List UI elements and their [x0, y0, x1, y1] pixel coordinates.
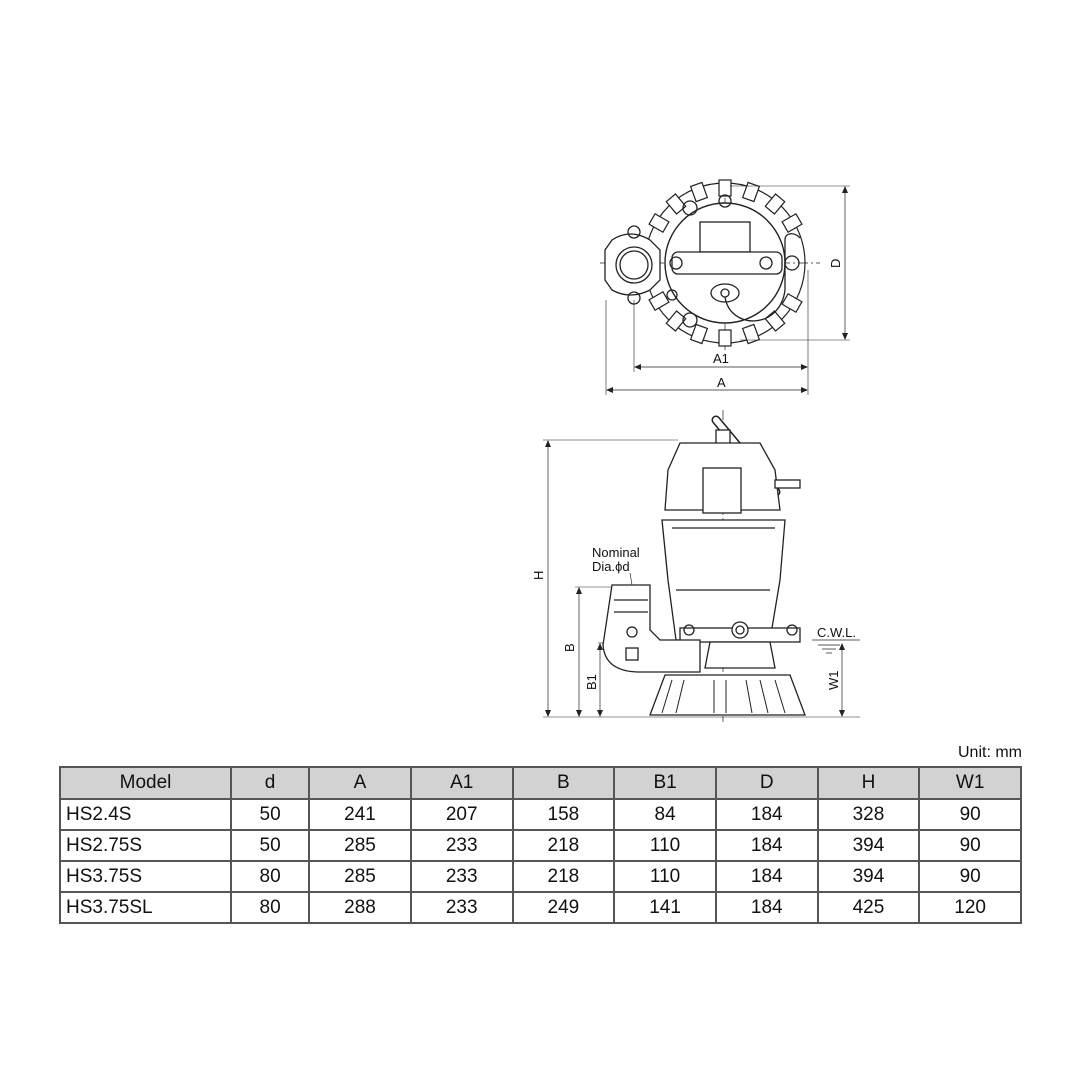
header-b: B	[511, 766, 616, 800]
cell: 394	[816, 829, 921, 862]
dim-label-h: H	[531, 571, 546, 580]
dimension-table: Model d A A1 B B1 D H W1 HS2.4S 50 241 2…	[59, 766, 1022, 924]
dim-label-d: D	[828, 259, 843, 268]
cell: 233	[409, 860, 514, 893]
cwl-label: C.W.L.	[817, 625, 856, 640]
cell: 50	[229, 829, 311, 862]
dim-label-b1: B1	[584, 674, 599, 690]
cell: 218	[511, 829, 616, 862]
cell: 90	[918, 798, 1022, 831]
cell: 288	[308, 891, 412, 924]
cell: 110	[613, 860, 717, 893]
unit-label: Unit: mm	[958, 744, 1022, 761]
table-row: HS3.75SL 80 288 233 249 141 184 425 120	[59, 891, 1022, 924]
cell: 80	[229, 891, 311, 924]
cell: 184	[714, 860, 819, 893]
cell: 425	[816, 891, 921, 924]
cell: 285	[308, 860, 412, 893]
table-row: HS3.75S 80 285 233 218 110 184 394 90	[59, 860, 1022, 893]
pump-dimension-drawing: A1 A D	[531, 179, 860, 722]
cell: 184	[714, 891, 819, 924]
cell-model: HS2.75S	[59, 829, 232, 862]
header-a: A	[308, 766, 412, 800]
table-header-row: Model d A A1 B B1 D H W1	[59, 766, 1022, 800]
header-d: d	[229, 766, 311, 800]
pump-top-view	[600, 179, 850, 395]
cell-model: HS3.75SL	[59, 891, 232, 924]
cell: 184	[714, 798, 819, 831]
dim-label-a1: A1	[713, 351, 729, 366]
cell: 218	[511, 860, 616, 893]
pump-side-view	[543, 410, 860, 722]
nominal-label: Nominal	[592, 545, 640, 560]
cell: 394	[816, 860, 921, 893]
cell: 110	[613, 829, 717, 862]
dim-label-w1: W1	[826, 671, 841, 691]
cell: 84	[613, 798, 717, 831]
cell: 158	[511, 798, 616, 831]
cell-model: HS2.4S	[59, 798, 232, 831]
cell: 233	[409, 891, 514, 924]
nominal-dia-label: Dia.ϕd	[592, 559, 630, 574]
dim-label-b: B	[562, 643, 577, 652]
dim-label-a: A	[717, 375, 726, 390]
cell: 80	[229, 860, 311, 893]
cell: 249	[511, 891, 616, 924]
cell: 90	[918, 860, 1022, 893]
header-b1: B1	[613, 766, 717, 800]
header-w1: W1	[918, 766, 1022, 800]
cell: 328	[816, 798, 921, 831]
header-h: H	[816, 766, 921, 800]
cell: 90	[918, 829, 1022, 862]
header-model: Model	[59, 766, 232, 800]
cell: 233	[409, 829, 514, 862]
cell: 207	[409, 798, 514, 831]
cell: 241	[308, 798, 412, 831]
cell-model: HS3.75S	[59, 860, 232, 893]
cell: 285	[308, 829, 412, 862]
header-dd: D	[714, 766, 819, 800]
header-a1: A1	[409, 766, 514, 800]
cell: 184	[714, 829, 819, 862]
table-row: HS2.4S 50 241 207 158 84 184 328 90	[59, 798, 1022, 831]
cell: 141	[613, 891, 717, 924]
table-row: HS2.75S 50 285 233 218 110 184 394 90	[59, 829, 1022, 862]
cell: 120	[918, 891, 1022, 924]
cell: 50	[229, 798, 311, 831]
